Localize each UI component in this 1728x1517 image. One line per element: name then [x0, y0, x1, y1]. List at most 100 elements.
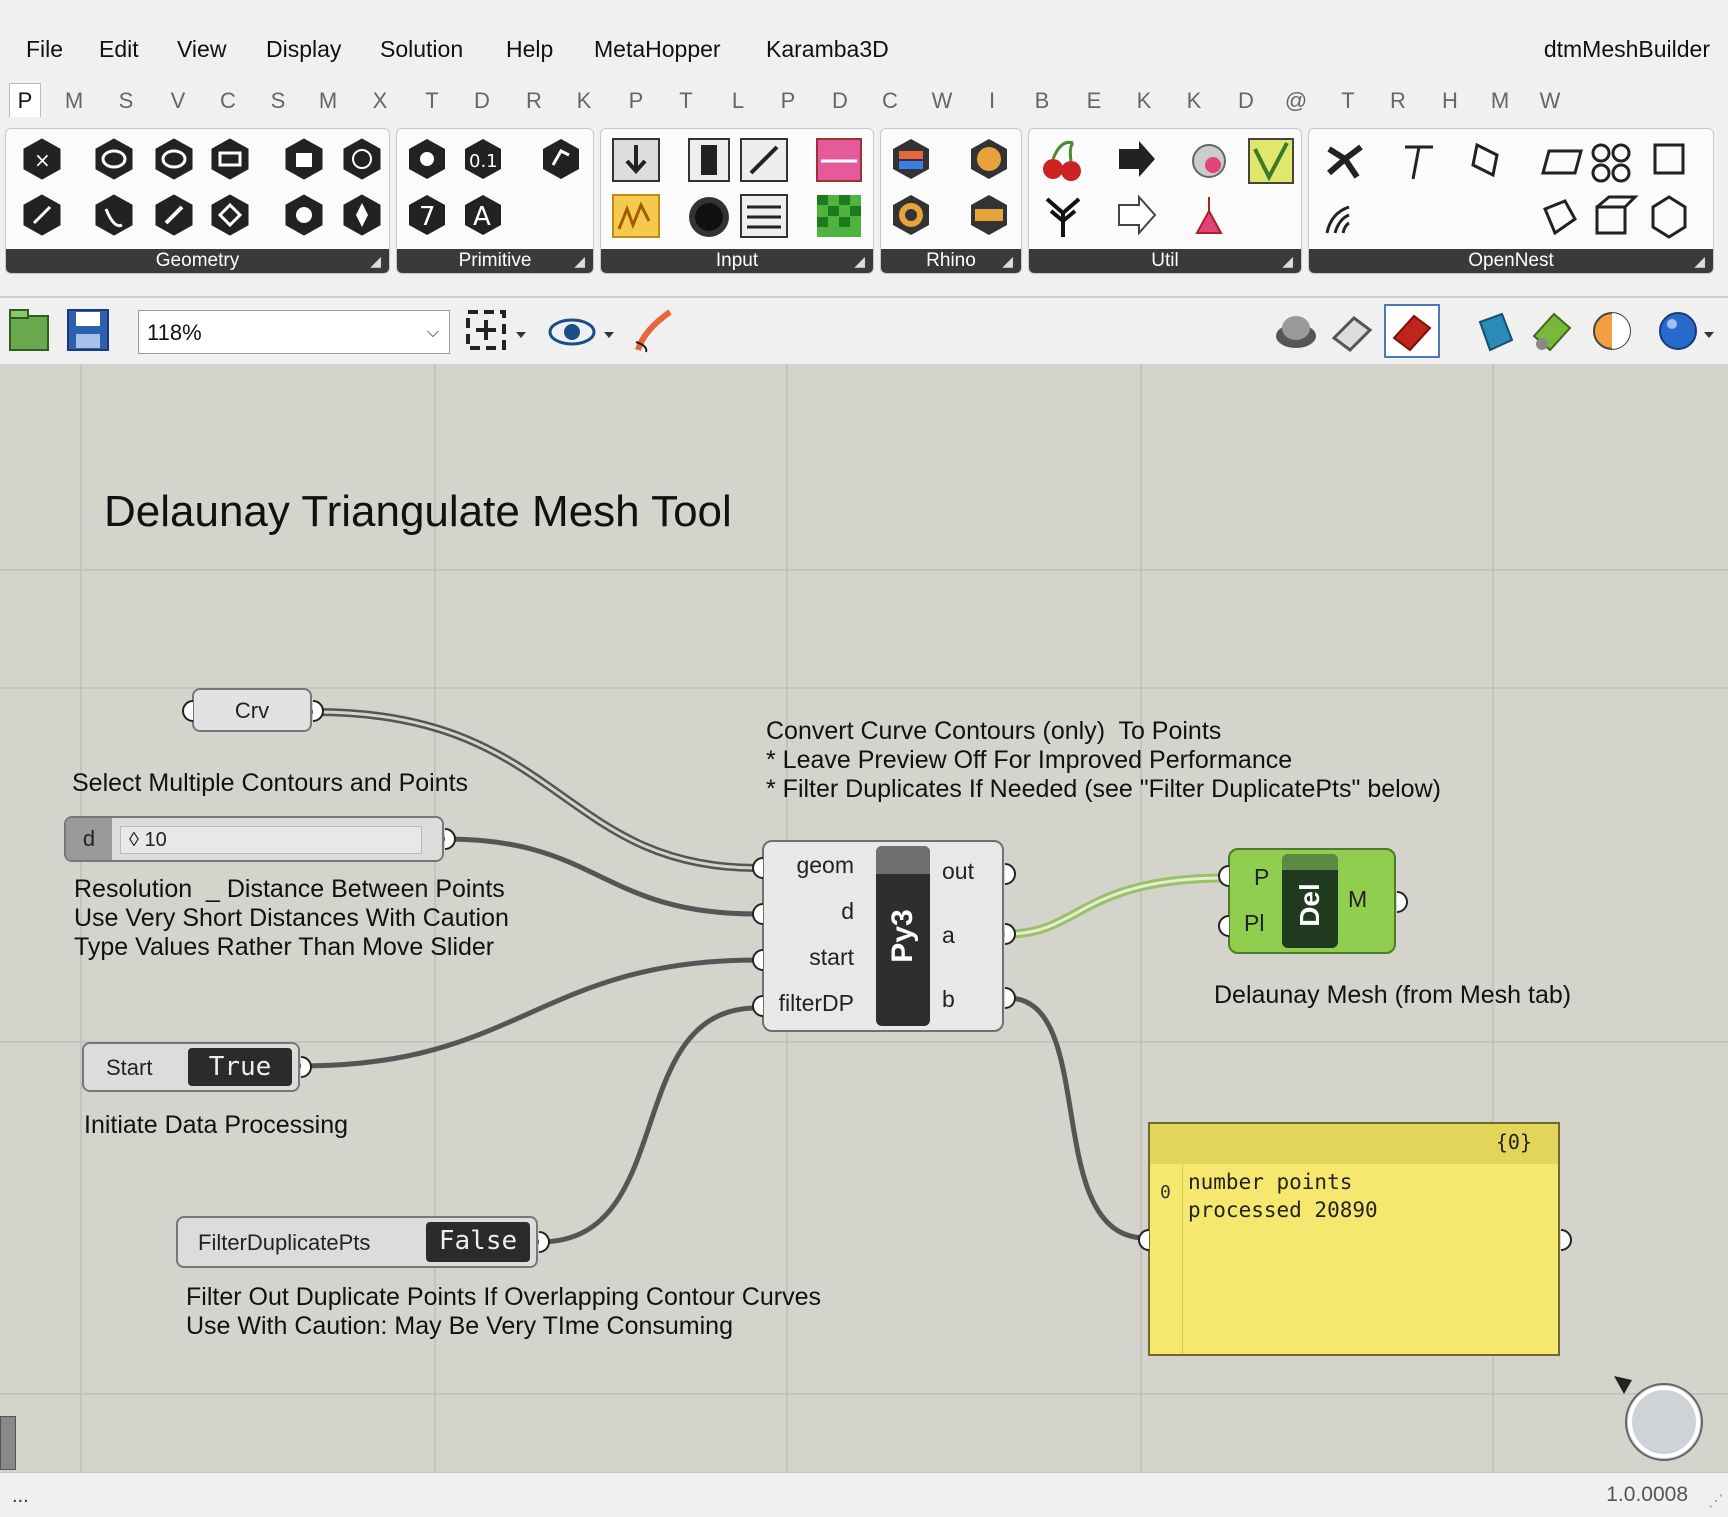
tab-8[interactable]: T [425, 88, 439, 113]
output-panel[interactable]: {0} 0 number points processed 20890 [1148, 1122, 1560, 1356]
number-slider[interactable]: d ◊ 10 [64, 816, 444, 862]
slider-value: ◊ 10 [129, 829, 167, 851]
delaunay-mesh-component[interactable]: P Pl Del M [1228, 848, 1396, 954]
python-output-b: b [942, 986, 955, 1012]
menu-edit[interactable]: Edit [99, 36, 139, 62]
python3-component[interactable]: geom d start filterDP Py3 out a b [762, 840, 1004, 1032]
preview-selected-icon[interactable] [1384, 304, 1440, 358]
crv-param[interactable]: Crv [192, 688, 312, 732]
geometry-icons: × [23, 138, 381, 236]
tab-20[interactable]: B [1034, 88, 1050, 113]
open-file-icon[interactable] [8, 306, 56, 356]
tab-2[interactable]: S [118, 88, 134, 113]
menu-help[interactable]: Help [506, 36, 554, 62]
start-toggle[interactable]: Start True [82, 1042, 300, 1092]
tab-19[interactable]: I [988, 88, 996, 113]
menu-solution[interactable]: Solution [380, 36, 464, 62]
navigation-widget-icon[interactable] [1610, 1368, 1706, 1464]
tab-27[interactable]: R [1390, 88, 1406, 113]
delaunay-input-p: P [1254, 864, 1270, 890]
tab-24[interactable]: D [1238, 88, 1254, 113]
canvas-scroll-handle[interactable] [0, 1416, 16, 1470]
resize-grip-icon[interactable]: ⋰ [1708, 1493, 1724, 1510]
tab-29[interactable]: M [1490, 88, 1510, 113]
panel-output-grip[interactable] [1560, 1228, 1574, 1252]
filter-duplicates-toggle[interactable]: FilterDuplicatePts False [176, 1216, 538, 1268]
menu-metahopper[interactable]: MetaHopper [594, 36, 721, 62]
slider-output-grip[interactable] [444, 828, 456, 850]
menu-view[interactable]: View [177, 36, 227, 62]
filter-note-1: Filter Out Duplicate Points If Overlappi… [186, 1283, 821, 1311]
tab-5[interactable]: S [270, 88, 286, 113]
tab-16[interactable]: D [832, 88, 848, 113]
tab-23[interactable]: K [1186, 88, 1202, 113]
grasshopper-canvas[interactable]: Delaunay Triangulate Mesh Tool Crv Selec… [0, 364, 1728, 1472]
tab-10[interactable]: R [526, 88, 542, 113]
tab-15[interactable]: P [780, 88, 796, 113]
tab-row [0, 80, 1728, 122]
tab-22[interactable]: K [1136, 88, 1152, 113]
zoom-dropdown[interactable]: 118%⌵ [138, 310, 450, 354]
material-paint-icon[interactable] [1528, 306, 1576, 356]
tab-3[interactable]: V [170, 88, 186, 113]
panel-rhino: Rhino◢ [880, 128, 1022, 274]
preview-shaded-icon[interactable] [1328, 306, 1376, 356]
python-output-out: out [942, 858, 974, 884]
tab-4[interactable]: C [220, 88, 236, 113]
contrast-icon[interactable] [1588, 306, 1636, 356]
tab-17[interactable]: C [882, 88, 898, 113]
select-note: Select Multiple Contours and Points [72, 769, 469, 797]
status-bar: ... 1.0.0008 ⋰ [0, 1472, 1728, 1517]
start-toggle-value: True [208, 1052, 272, 1082]
material-bucket-icon[interactable] [1472, 306, 1520, 356]
preview-wireframe-icon[interactable] [1272, 306, 1320, 356]
start-output-grip[interactable] [300, 1056, 312, 1078]
tab-18[interactable]: W [931, 88, 953, 113]
tab-11[interactable]: K [576, 88, 592, 113]
start-toggle-value-box[interactable]: True [188, 1048, 292, 1086]
save-file-icon[interactable] [66, 306, 114, 356]
panel-label-rhino: Rhino◢ [881, 249, 1021, 273]
panel-label-util: Util◢ [1029, 249, 1301, 273]
filter-output-grip[interactable] [538, 1231, 550, 1253]
tab-7[interactable]: X [372, 88, 388, 113]
svg-text:7: 7 [419, 202, 436, 232]
filter-toggle-value: False [438, 1226, 518, 1256]
python-input-grips[interactable] [750, 856, 764, 1024]
python-input-geom: geom [796, 852, 854, 878]
resolution-note-1: Resolution _ Distance Between Points [74, 875, 505, 903]
python-output-a: a [942, 922, 955, 948]
zoom-extents-icon[interactable] [464, 306, 534, 356]
delaunay-output-grip[interactable] [1396, 890, 1410, 914]
crv-output-grip[interactable] [312, 700, 324, 722]
tab-12[interactable]: P [628, 88, 644, 113]
tab-1[interactable]: M [64, 88, 84, 113]
tab-25[interactable]: @ [1284, 88, 1308, 113]
preview-eye-icon[interactable] [548, 306, 620, 356]
panel-input-grip[interactable] [1136, 1228, 1150, 1252]
status-text: ... [12, 1485, 29, 1507]
panel-header: {0} [1150, 1124, 1558, 1164]
delaunay-input-grips[interactable] [1216, 864, 1230, 940]
tab-9[interactable]: D [474, 88, 490, 113]
menu-file[interactable]: File [26, 36, 64, 62]
display-sphere-icon[interactable] [1656, 306, 1726, 356]
slider-track[interactable]: ◊ 10 [120, 826, 422, 854]
tab-30[interactable]: W [1539, 88, 1561, 113]
tab-13[interactable]: T [679, 88, 693, 113]
tab-14[interactable]: L [731, 88, 745, 113]
menu-karamba3d[interactable]: Karamba3D [766, 36, 889, 62]
tab-21[interactable]: E [1086, 88, 1102, 113]
menu-display[interactable]: Display [266, 36, 342, 62]
crv-input-grip[interactable] [182, 700, 194, 722]
tab-26[interactable]: T [1341, 88, 1355, 113]
tab-6[interactable]: M [318, 88, 338, 113]
rhino-icons [893, 139, 1007, 235]
tab-0[interactable]: P [9, 83, 41, 117]
panel-util: Util◢ [1028, 128, 1302, 274]
tab-28[interactable]: H [1442, 88, 1458, 113]
delaunay-name-band: Del [1282, 854, 1338, 948]
filter-toggle-value-box[interactable]: False [426, 1222, 530, 1262]
sketch-pen-icon[interactable] [630, 306, 680, 356]
python-output-grips[interactable] [1004, 862, 1018, 1010]
